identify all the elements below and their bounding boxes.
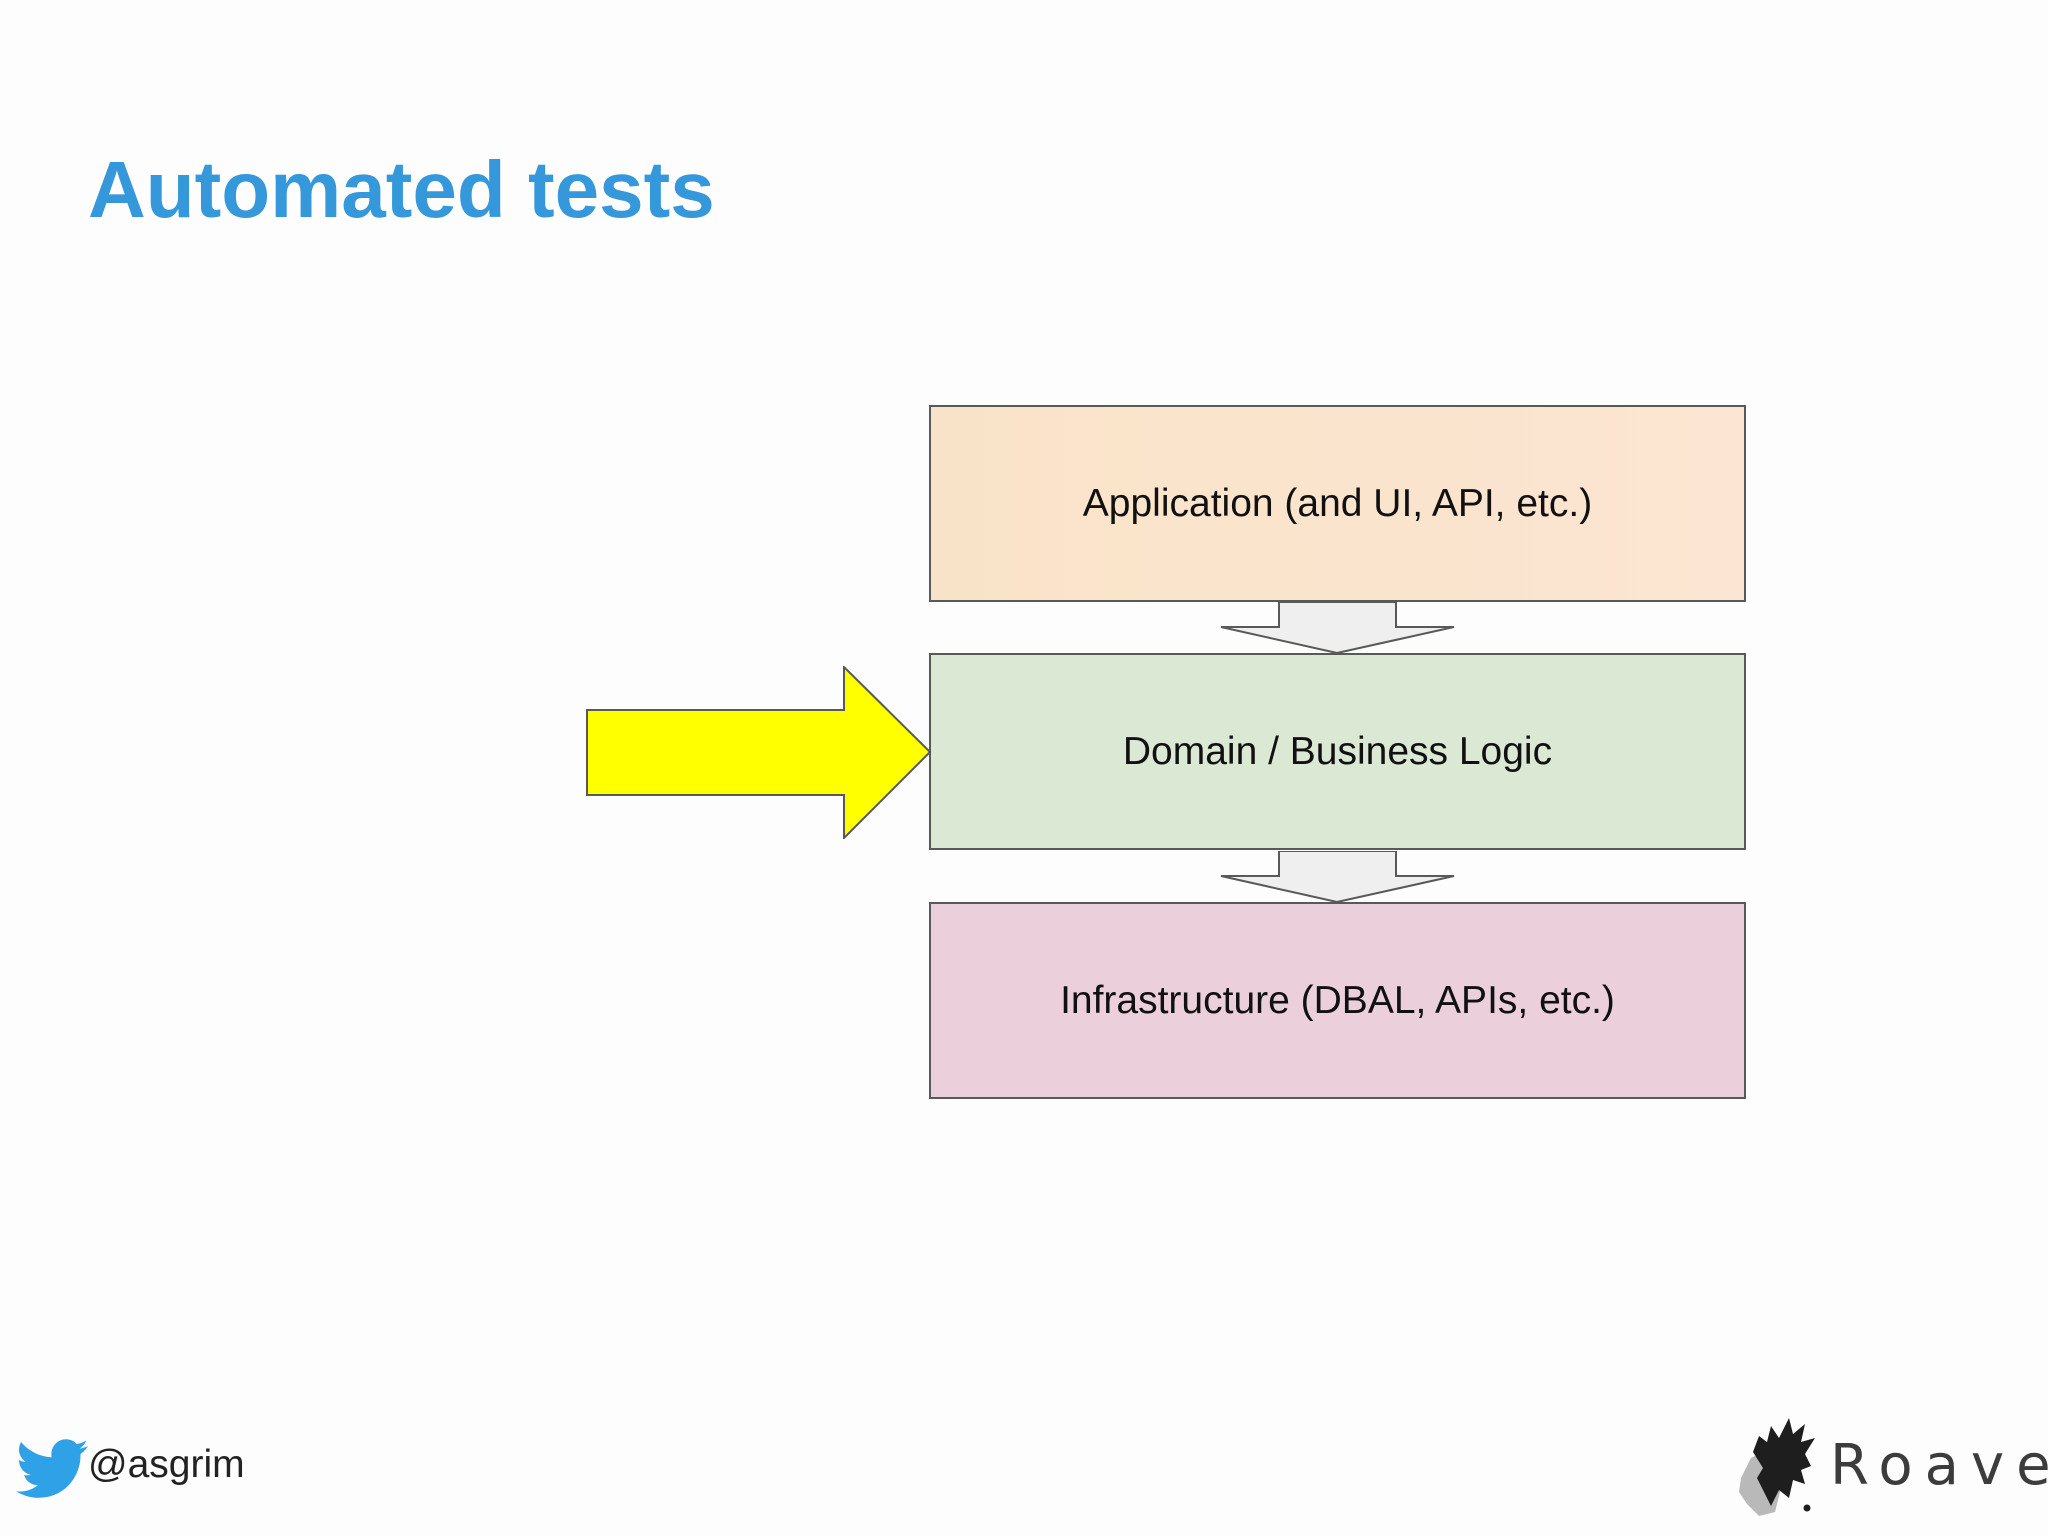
twitter-bird-icon [16, 1439, 88, 1498]
layer-domain-label: Domain / Business Logic [1122, 729, 1553, 773]
down-arrow-icon [1220, 851, 1455, 903]
layer-application: Application (and UI, API, etc.) [929, 405, 1746, 602]
layer-infrastructure-label: Infrastructure (DBAL, APIs, etc.) [1060, 978, 1615, 1022]
slide-title: Automated tests [88, 145, 715, 234]
highlight-arrow-icon [586, 666, 932, 839]
roave-logo-icon [1739, 1418, 1815, 1516]
twitter-handle: @asgrim [88, 1443, 245, 1486]
roave-logo: Roave [1735, 1418, 2048, 1518]
layer-infrastructure: Infrastructure (DBAL, APIs, etc.) [929, 902, 1746, 1099]
down-arrow-icon [1220, 602, 1455, 654]
layer-domain: Domain / Business Logic [929, 653, 1746, 850]
layer-application-label: Application (and UI, API, etc.) [1082, 481, 1593, 525]
roave-logo-text: Roave [1830, 1433, 2048, 1498]
